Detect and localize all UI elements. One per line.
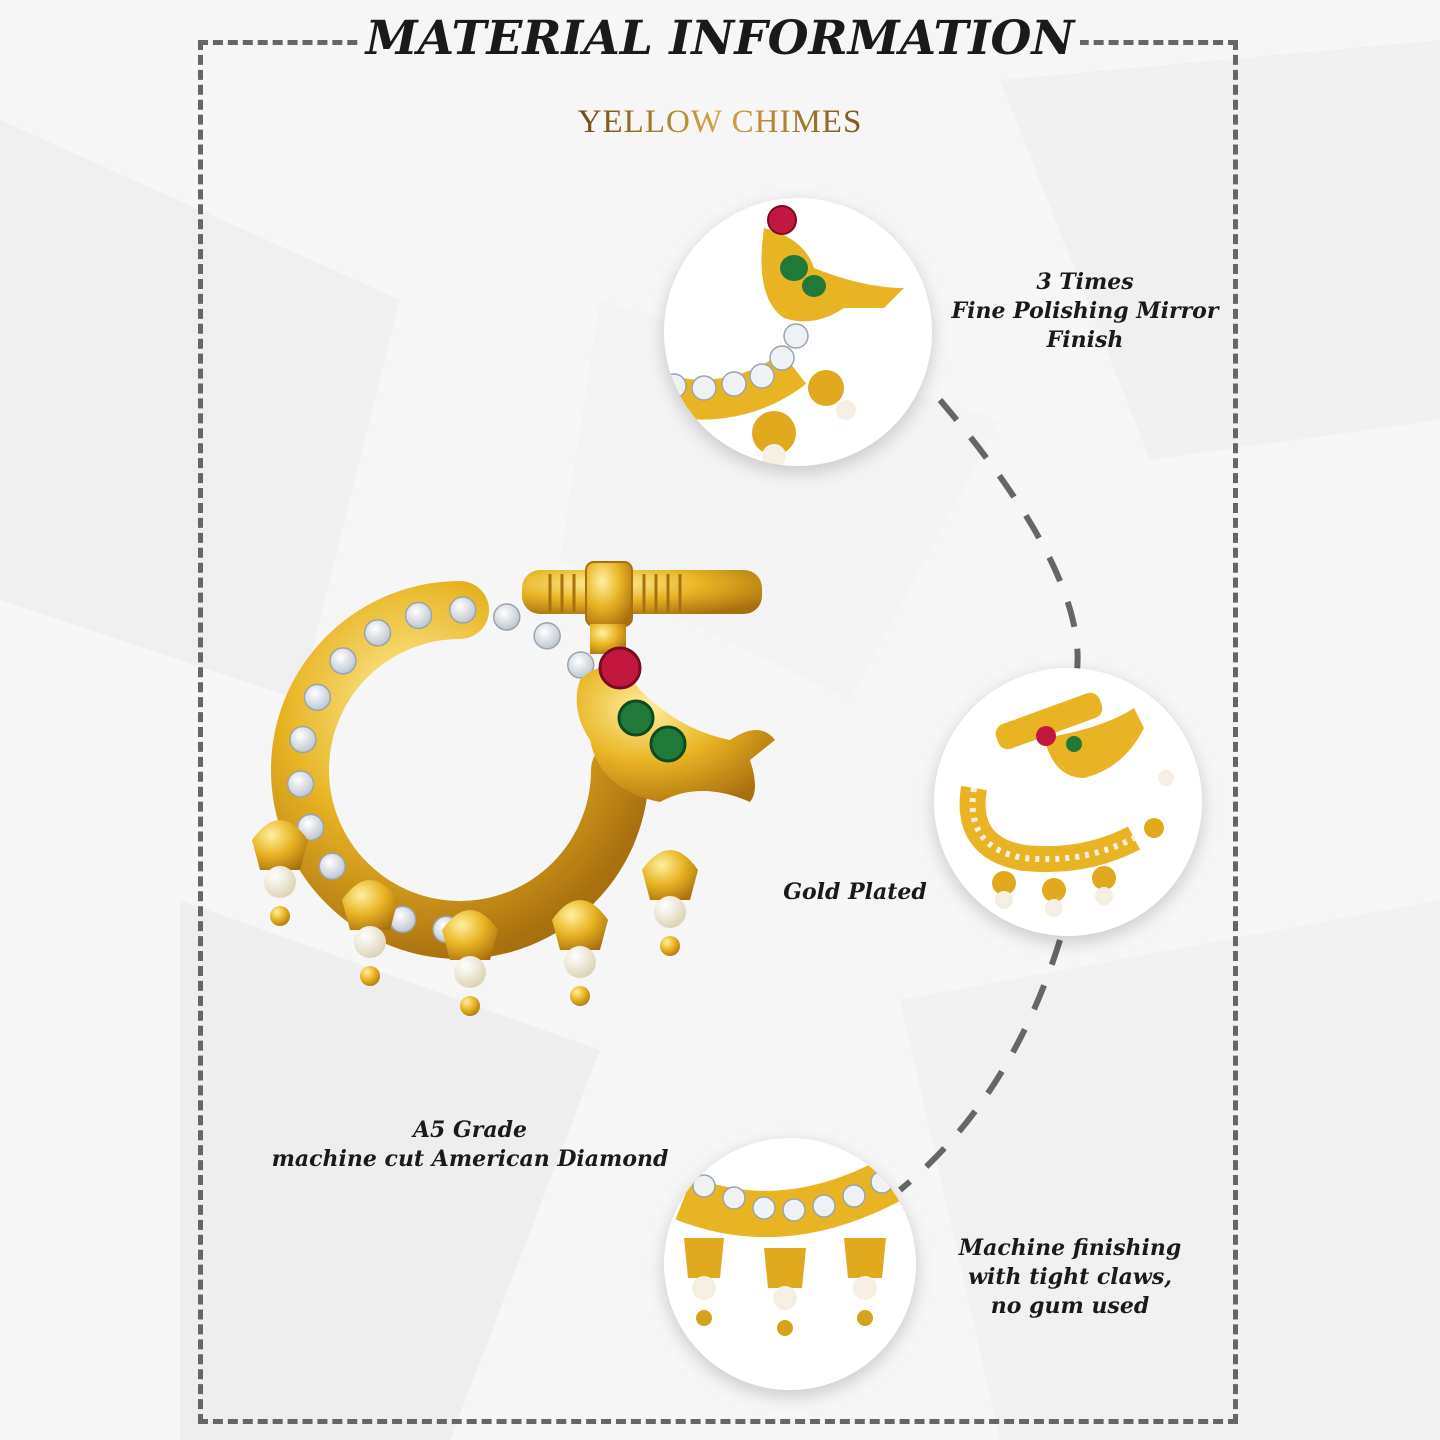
diamond-stone — [567, 651, 595, 679]
detail-circle-setting — [664, 1138, 916, 1390]
caption-setting: Machine finishing with tight claws, no g… — [940, 1234, 1200, 1321]
pearl-drop — [442, 910, 498, 1016]
caption-stones: A5 Grade machine cut American Diamond — [240, 1116, 700, 1174]
diamond-stone — [363, 619, 392, 647]
pearl-drop — [642, 850, 698, 956]
brand-name: YELLOW CHIMES — [578, 104, 863, 140]
title-banner: MATERIAL INFORMATION — [360, 6, 1080, 72]
caption-polish-line-1: 3 Times — [1036, 269, 1134, 295]
detail-circle-polish — [664, 198, 932, 466]
caption-stones-line-1: A5 Grade — [412, 1117, 528, 1143]
nose-ring-image — [252, 561, 775, 1016]
claws-detail-image — [675, 1157, 906, 1336]
diamond-stone — [449, 596, 477, 624]
diamond-stone — [289, 725, 317, 754]
pearl-drop — [252, 820, 308, 926]
pearl-drop — [342, 880, 398, 986]
caption-setting-line-1: Machine finishing — [958, 1235, 1182, 1261]
parrot-detail-image — [664, 205, 904, 466]
diamond-stone — [286, 770, 315, 798]
diamond-stone — [533, 622, 561, 650]
diamond-stone — [318, 852, 346, 881]
caption-polish-line-3: Finish — [1046, 327, 1124, 353]
diamond-stone — [303, 683, 332, 712]
page-title: MATERIAL INFORMATION — [365, 11, 1075, 66]
caption-setting-line-3: no gum used — [990, 1293, 1150, 1319]
caption-setting-line-2: with tight claws, — [968, 1264, 1172, 1290]
caption-plating: Gold Plated — [770, 878, 940, 907]
detail-circle-plating — [934, 668, 1202, 936]
pearl-drop — [552, 900, 608, 1006]
side-view-image — [959, 692, 1174, 917]
caption-polish-line-2: Fine Polishing Mirror — [951, 298, 1219, 324]
caption-polish: 3 Times Fine Polishing Mirror Finish — [940, 268, 1230, 355]
brand-logo: YELLOW CHIMES — [520, 98, 920, 144]
diamond-stone — [329, 647, 357, 675]
caption-stones-line-2: machine cut American Diamond — [271, 1146, 669, 1172]
diamond-stone — [404, 601, 433, 630]
diamond-stone — [493, 603, 521, 631]
brand-wordmark: YELLOW CHIMES — [578, 104, 863, 140]
diamond-stone — [296, 813, 325, 842]
caption-plating-line-1: Gold Plated — [783, 879, 927, 905]
